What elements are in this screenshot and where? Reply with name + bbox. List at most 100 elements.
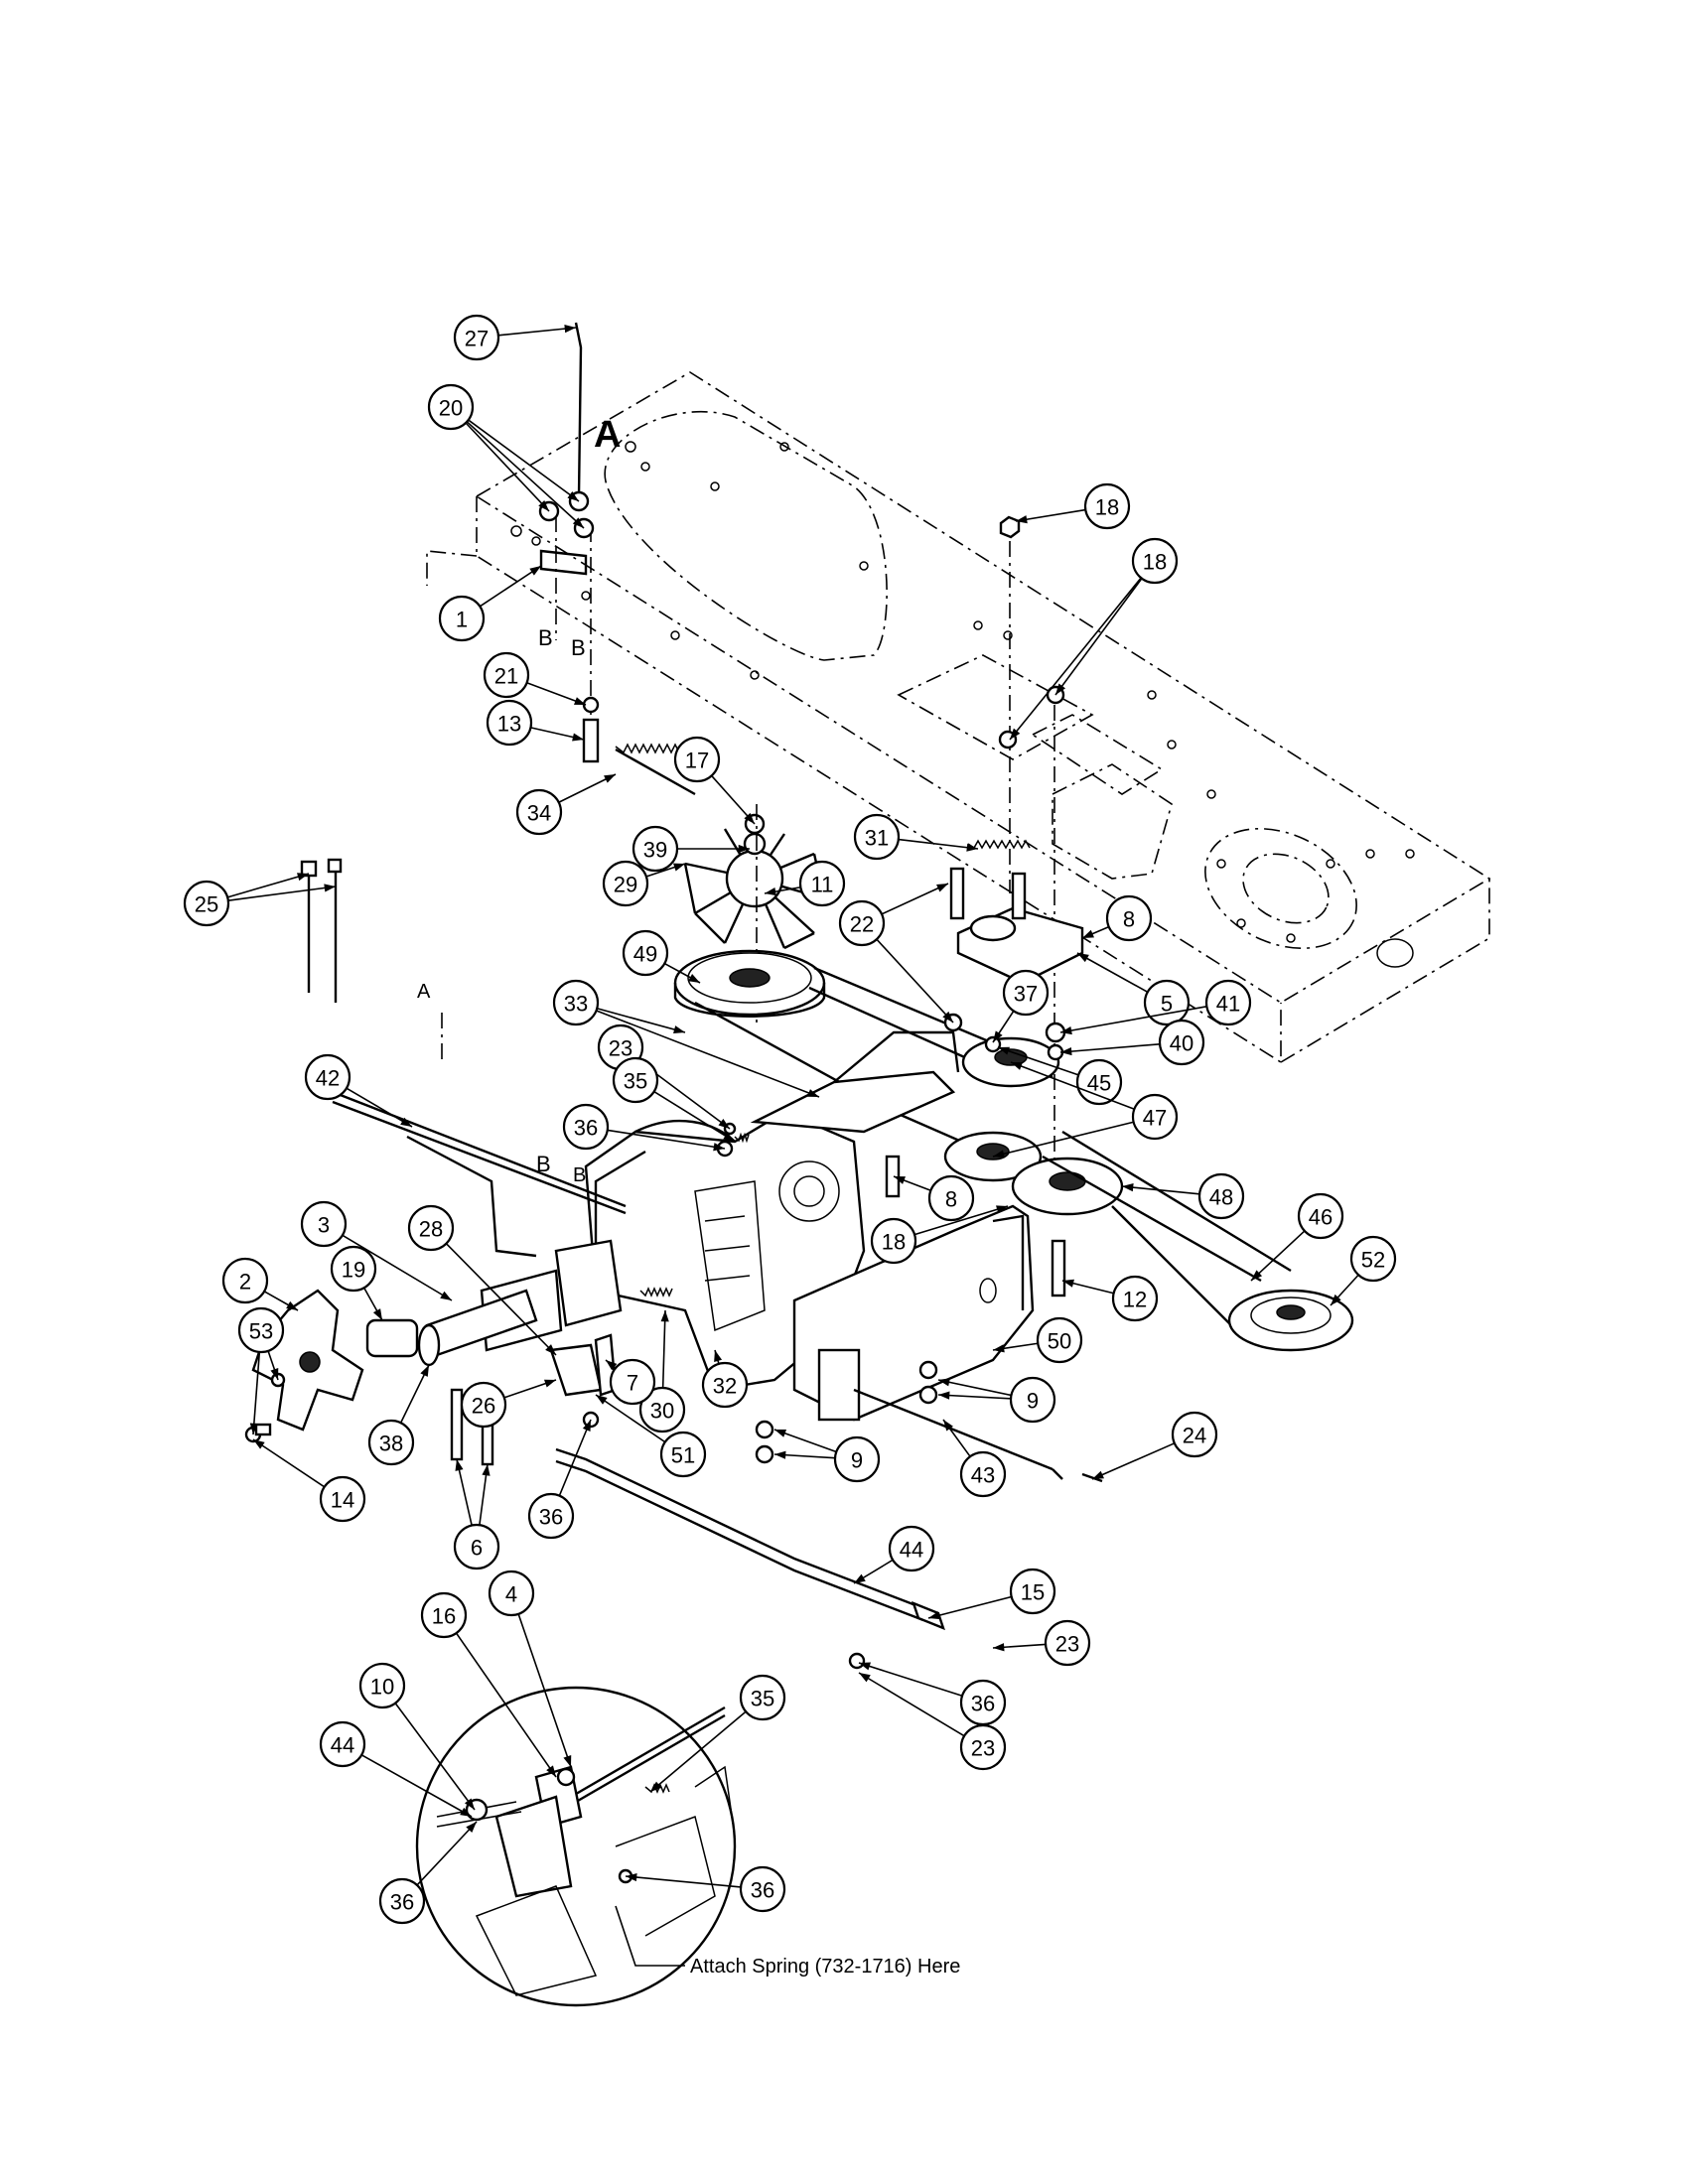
leader-line (607, 1129, 726, 1150)
part-number-label: 8 (945, 1187, 957, 1212)
leader-line (1091, 1442, 1176, 1480)
leader-line (455, 1632, 557, 1778)
leader-line (881, 883, 949, 915)
leader-arrowhead (966, 843, 978, 852)
leader-arrowhead (564, 325, 576, 334)
part-number-label: 3 (318, 1213, 330, 1238)
leader-arrowhead (894, 1176, 906, 1184)
part-number-label: 36 (390, 1890, 414, 1915)
part-number-label: 47 (1143, 1106, 1167, 1131)
leader-arrowhead (1092, 1470, 1104, 1479)
leader-line (360, 1754, 473, 1818)
leader-arrowhead (1016, 515, 1028, 524)
part-number-label: 8 (1123, 907, 1135, 932)
part-number-label: 29 (614, 873, 637, 897)
part-bubble (1171, 1411, 1218, 1458)
part-number-label: 46 (1309, 1205, 1333, 1230)
part-bubble (319, 1720, 366, 1768)
part-bubble (959, 1723, 1007, 1771)
part-bubble (888, 1525, 935, 1572)
part-number-label: 11 (811, 873, 834, 897)
part-number-label: 44 (331, 1733, 354, 1758)
leader-line (1015, 508, 1086, 522)
part-bubble (1131, 537, 1179, 585)
part-bubble (460, 1381, 507, 1429)
part-number-label: 27 (465, 327, 489, 351)
part-bubble (673, 736, 721, 783)
leader-arrowhead (807, 1089, 819, 1097)
leader-line (858, 1662, 963, 1698)
leader-line (342, 1234, 453, 1301)
part-bubble (602, 860, 649, 907)
leader-line (1059, 1042, 1161, 1053)
part-bubble (1044, 1619, 1091, 1667)
leader-line (625, 1875, 742, 1888)
part-number-label: 10 (370, 1675, 394, 1700)
part-number-label: 40 (1170, 1031, 1193, 1056)
part-bubble (927, 1174, 975, 1222)
part-bubble (612, 1056, 659, 1104)
part-number-label: 41 (1216, 992, 1240, 1017)
part-bubble (407, 1204, 455, 1252)
leader-arrowhead (582, 1420, 591, 1432)
leader-arrowhead (854, 1573, 866, 1583)
leader-arrowhead (1060, 1046, 1072, 1056)
part-number-label: 7 (627, 1371, 638, 1396)
part-bubble (319, 1475, 366, 1523)
leader-arrowhead (286, 1300, 298, 1310)
part-bubble (483, 651, 530, 699)
part-number-label: 18 (1143, 550, 1167, 575)
leader-arrowhead (464, 1798, 475, 1810)
leader-arrowhead (650, 1781, 662, 1792)
leader-arrowhead (460, 1807, 472, 1817)
leader-arrowhead (774, 1450, 786, 1459)
part-bubble (798, 860, 846, 907)
part-number-label: 24 (1183, 1424, 1206, 1448)
leader-arrowhead (270, 1368, 279, 1380)
leader-line (1121, 1185, 1200, 1195)
leader-arrowhead (718, 1118, 730, 1129)
leader-arrowhead (324, 884, 336, 892)
leader-arrowhead (993, 1150, 1005, 1159)
part-number-label: 51 (671, 1443, 695, 1468)
leader-arrowhead (563, 1755, 572, 1767)
part-number-label: 35 (751, 1687, 774, 1711)
part-number-label: 22 (850, 912, 874, 937)
part-number-label: 48 (1209, 1185, 1233, 1210)
view-marker-a: A (594, 414, 621, 456)
part-bubble (1002, 969, 1050, 1017)
leader-arrowhead (572, 517, 584, 528)
part-number-label: 36 (574, 1116, 598, 1141)
part-bubble (358, 1662, 406, 1709)
part-bubble (739, 1865, 786, 1913)
part-bubble (1131, 1093, 1179, 1141)
part-number-label: 36 (751, 1878, 774, 1903)
transaxle (244, 1030, 1103, 1670)
view-marker-b-2: B (571, 635, 586, 660)
leader-arrowhead (545, 1344, 556, 1355)
leader-line (517, 1613, 572, 1768)
part-bubble (427, 383, 475, 431)
leader-arrowhead (774, 1429, 786, 1437)
leader-arrowhead (572, 733, 584, 742)
leader-line (595, 1394, 666, 1443)
leader-arrowhead (482, 1464, 491, 1476)
part-number-label: 39 (643, 838, 667, 863)
part-number-label: 14 (331, 1488, 354, 1513)
leader-line (992, 1121, 1134, 1158)
leader-line (596, 1010, 820, 1098)
leader-arrowhead (859, 1662, 871, 1671)
part-number-label: 30 (650, 1399, 674, 1424)
leader-arrowhead (440, 1291, 452, 1300)
leader-arrowhead (713, 1143, 725, 1152)
leader-arrowhead (253, 1439, 265, 1449)
leader-arrowhead (546, 1765, 556, 1777)
part-number-label: 18 (1095, 495, 1119, 520)
leader-arrowhead (249, 1423, 258, 1434)
part-bubble (453, 1523, 500, 1570)
part-bubble (453, 314, 500, 361)
part-number-label: 36 (971, 1692, 995, 1716)
part-number-label: 45 (1087, 1071, 1111, 1096)
part-number-label: 18 (882, 1230, 906, 1255)
leader-arrowhead (688, 973, 700, 983)
